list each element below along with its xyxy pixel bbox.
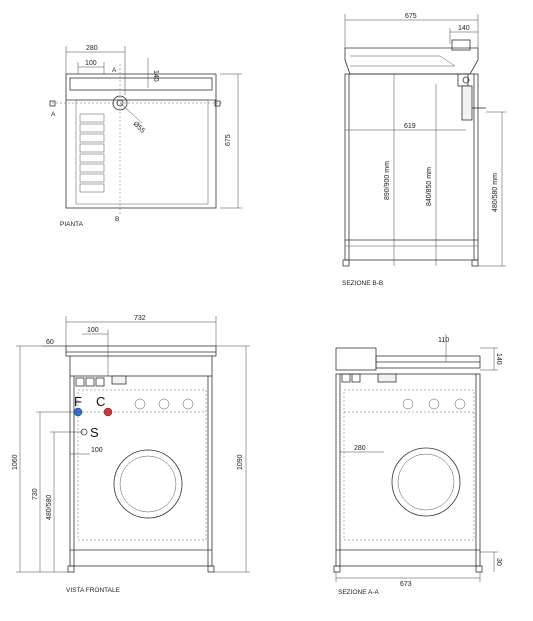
aa-dim-140: 140 xyxy=(495,353,502,365)
front-view: 732 100 60 xyxy=(12,315,250,594)
washer-drum-icon xyxy=(113,449,183,519)
bb-dim-675: 675 xyxy=(405,13,417,20)
front-label-hot: C xyxy=(96,394,105,409)
washboard-ribs xyxy=(79,113,105,193)
plan-dim-280: 280 xyxy=(86,45,98,52)
bb-dim-840: 840/850 mm xyxy=(426,167,433,206)
front-dim-480: 480/580 xyxy=(46,495,53,520)
drain-hole-icon xyxy=(112,95,128,111)
front-dim-100: 100 xyxy=(87,327,99,334)
front-dim-1060: 1060 xyxy=(12,454,19,470)
plan-dim-100: 100 xyxy=(85,60,97,67)
bb-dim-140: 140 xyxy=(458,25,470,32)
plan-caption: PIANTA xyxy=(60,221,84,228)
bb-dim-890: 890/900 mm xyxy=(384,161,391,200)
front-dim-side-100: 100 xyxy=(91,447,103,454)
aa-washer-drum-icon xyxy=(391,447,461,517)
front-dim-1090: 1090 xyxy=(237,454,244,470)
front-label-cold: F xyxy=(74,394,82,409)
plan-dim-675: 675 xyxy=(225,134,232,146)
bb-dim-619: 619 xyxy=(404,123,416,130)
front-caption: VISTA FRONTALE xyxy=(66,587,121,594)
plan-dim-drain: Ø55 xyxy=(132,120,146,134)
front-dim-732: 732 xyxy=(134,315,146,322)
drain-trap-icon xyxy=(457,73,486,121)
plan-section-b-bottom: B xyxy=(115,216,119,223)
plan-view: 280 100 140 A A B Ø55 xyxy=(49,45,242,228)
aa-dim-280: 280 xyxy=(354,445,366,452)
plan-dim-140: 140 xyxy=(152,70,159,82)
plan-section-a-left: A xyxy=(51,111,56,118)
front-dim-60: 60 xyxy=(46,339,54,346)
aa-dim-30: 30 xyxy=(495,558,502,566)
bb-dim-480: 480/580 mm xyxy=(492,173,499,212)
section-bb-view: 675 140 619 890/900 mm 840/850 mm xyxy=(342,13,506,287)
aa-dim-110: 110 xyxy=(438,337,449,344)
section-aa-view: 110 140 280 673 30 xyxy=(333,334,502,596)
aa-dim-673: 673 xyxy=(400,581,412,588)
front-dim-730: 730 xyxy=(32,488,39,500)
front-pipe-fittings xyxy=(75,375,127,387)
front-label-drain: S xyxy=(90,425,99,440)
hot-water-inlet-icon xyxy=(103,407,113,417)
aa-caption: SEZIONE A-A xyxy=(338,589,379,596)
plan-section-a-top: A xyxy=(112,67,117,74)
bb-caption: SEZIONE B-B xyxy=(342,280,383,287)
